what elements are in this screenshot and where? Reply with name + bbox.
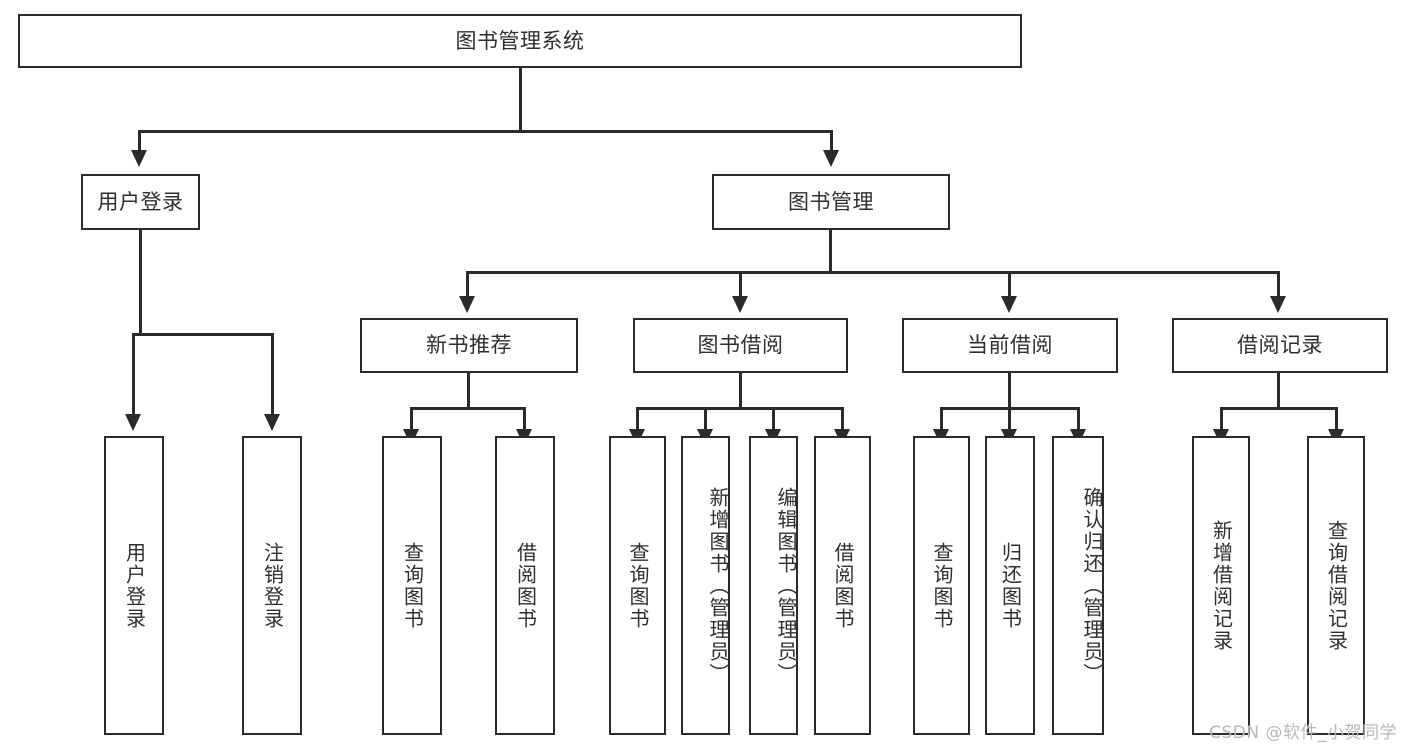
leaf-confirm-return-admin[interactable]: 确认归还（管理员） <box>1052 436 1104 735</box>
arrow-book-mgmt-to-new-books <box>459 296 475 313</box>
node-new-book-recommend[interactable]: 新书推荐 <box>360 318 578 373</box>
edge-root-bus <box>138 130 833 133</box>
arrow-book-mgmt-to-records <box>1270 296 1286 313</box>
node-label: 查询图书 <box>930 541 954 630</box>
arrow-book-mgmt-to-borrow <box>732 296 748 313</box>
edge-records-stem <box>1277 373 1280 409</box>
edge-borrow-stem <box>739 373 742 409</box>
node-book-management[interactable]: 图书管理 <box>712 174 950 230</box>
edge-root-stem <box>519 68 522 132</box>
edge-current-to-leaf-10 <box>1077 407 1080 432</box>
edge-borrow-to-leaf-7 <box>841 407 844 432</box>
leaf-logout[interactable]: 注销登录 <box>242 436 302 735</box>
arrow-user-login-to-leaf-0 <box>125 414 141 431</box>
edge-current-stem <box>1008 373 1011 409</box>
edge-current-to-leaf-8 <box>940 407 943 432</box>
node-label: 归还图书 <box>998 541 1023 630</box>
node-user-login[interactable]: 用户登录 <box>81 174 200 230</box>
leaf-borrow-books-recommend[interactable]: 借阅图书 <box>495 436 555 735</box>
edge-book-mgmt-bus <box>466 271 1280 274</box>
edge-borrow-to-leaf-4 <box>636 407 639 432</box>
edge-new-books-bus <box>410 407 526 410</box>
edge-borrow-to-leaf-5 <box>704 407 707 432</box>
edge-new-books-to-leaf-2 <box>410 407 413 432</box>
node-label: 图书管理系统 <box>455 28 585 53</box>
node-label: 确认归还（管理员） <box>1080 486 1104 685</box>
arrow-book-mgmt-to-current <box>1001 296 1017 313</box>
node-label: 新增借阅记录 <box>1209 519 1234 652</box>
edge-book-mgmt-to-borrow <box>739 271 742 298</box>
edge-borrow-to-leaf-6 <box>772 407 775 432</box>
arrow-root-to-book-mgmt <box>823 150 839 167</box>
edge-current-to-leaf-9 <box>1008 407 1011 432</box>
leaf-query-books-borrow[interactable]: 查询图书 <box>609 436 666 735</box>
leaf-query-books-current[interactable]: 查询图书 <box>913 436 970 735</box>
node-label: 编辑图书（管理员） <box>774 486 798 685</box>
node-label: 新增图书（管理员） <box>706 486 730 685</box>
node-label: 图书管理 <box>788 189 874 214</box>
edge-book-mgmt-to-current <box>1008 271 1011 298</box>
arrow-root-to-user-login <box>131 150 147 167</box>
edge-borrow-bus <box>636 407 844 410</box>
edge-book-mgmt-stem <box>829 230 832 274</box>
edge-user-login-bus <box>132 333 274 336</box>
node-label: 新书推荐 <box>426 333 512 358</box>
edge-new-books-to-leaf-3 <box>523 407 526 432</box>
edge-book-mgmt-to-records <box>1277 271 1280 298</box>
leaf-edit-book-admin[interactable]: 编辑图书（管理员） <box>749 436 798 735</box>
edge-records-to-leaf-11 <box>1220 407 1223 432</box>
node-current-borrow[interactable]: 当前借阅 <box>902 318 1118 373</box>
edge-root-to-user-login <box>138 130 141 152</box>
edge-new-books-stem <box>467 373 470 409</box>
edge-records-bus <box>1220 407 1338 410</box>
leaf-borrow-books[interactable]: 借阅图书 <box>814 436 871 735</box>
node-label: 借阅图书 <box>513 541 538 630</box>
edge-user-login-stem <box>139 230 142 335</box>
node-label: 查询图书 <box>626 541 650 630</box>
node-label: 查询借阅记录 <box>1324 519 1349 652</box>
arrow-user-login-to-leaf-1 <box>264 414 280 431</box>
leaf-query-borrow-record[interactable]: 查询借阅记录 <box>1307 436 1365 735</box>
leaf-user-login[interactable]: 用户登录 <box>104 436 164 735</box>
edge-records-to-leaf-12 <box>1335 407 1338 432</box>
leaf-add-borrow-record[interactable]: 新增借阅记录 <box>1192 436 1250 735</box>
edge-root-to-book-mgmt <box>830 130 833 152</box>
node-borrow-records[interactable]: 借阅记录 <box>1172 318 1388 373</box>
node-label: 注销登录 <box>260 541 285 630</box>
edge-user-login-to-leaf-1 <box>271 333 274 417</box>
node-label: 借阅记录 <box>1237 333 1323 358</box>
node-book-borrow[interactable]: 图书借阅 <box>633 318 848 373</box>
node-label: 当前借阅 <box>967 333 1053 358</box>
leaf-query-books-recommend[interactable]: 查询图书 <box>382 436 442 735</box>
edge-user-login-to-leaf-0 <box>132 333 135 417</box>
node-label: 用户登录 <box>97 189 184 214</box>
node-label: 查询图书 <box>400 541 425 630</box>
node-label: 借阅图书 <box>831 541 855 630</box>
edge-book-mgmt-to-new-books <box>466 271 469 298</box>
leaf-return-books[interactable]: 归还图书 <box>985 436 1035 735</box>
node-label: 用户登录 <box>122 541 147 630</box>
leaf-add-book-admin[interactable]: 新增图书（管理员） <box>681 436 730 735</box>
node-label: 图书借阅 <box>697 333 784 358</box>
node-root-system[interactable]: 图书管理系统 <box>18 14 1022 68</box>
